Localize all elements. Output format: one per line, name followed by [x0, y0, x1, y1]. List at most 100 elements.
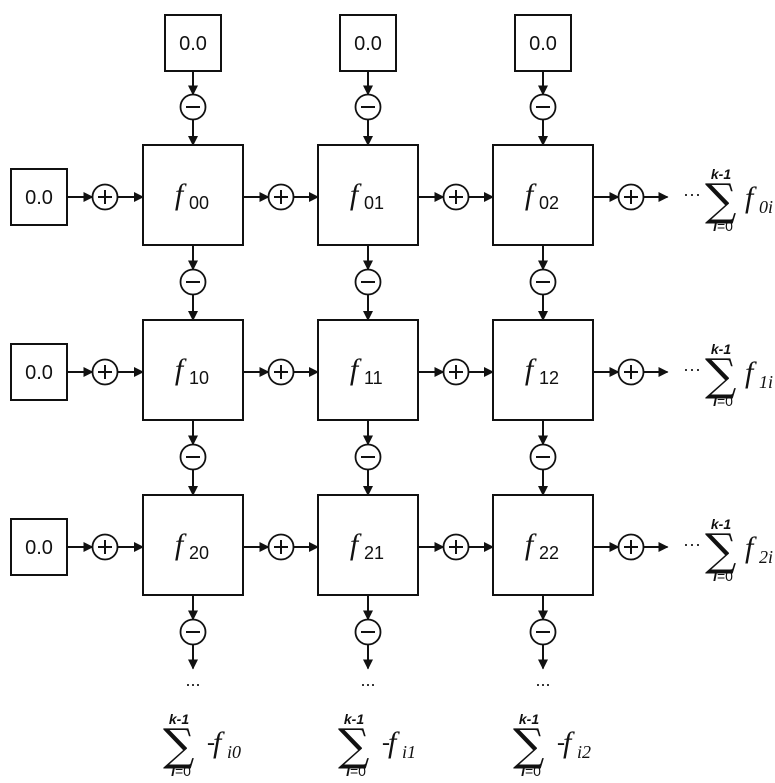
adder-1-3	[617, 358, 645, 386]
init-value: 0.0	[25, 187, 53, 209]
column-ellipsis: ...	[360, 670, 375, 690]
sigma-symbol: ∑	[705, 175, 736, 226]
adder-0-1	[267, 183, 295, 211]
init-box-frame	[10, 168, 68, 226]
f-block-frame	[142, 494, 244, 596]
sigma-symbol: ∑	[705, 350, 736, 401]
adder-1-1	[267, 358, 295, 386]
sum-term-symbol: f	[745, 531, 757, 564]
sum-term-subscript: 1i	[759, 372, 773, 392]
sum-negation: -	[557, 730, 565, 756]
sigma-symbol: ∑	[513, 720, 544, 771]
sum-negation: -	[207, 730, 215, 756]
init-value: 0.0	[25, 362, 53, 384]
adder-2-2	[442, 533, 470, 561]
f-block-frame	[142, 319, 244, 421]
adder-2-3	[617, 533, 645, 561]
row-ellipsis: ···	[683, 359, 701, 379]
sum-term-symbol: f	[745, 181, 757, 214]
sum-term-symbol: f	[563, 726, 575, 759]
sum-lower-var: i	[346, 763, 351, 779]
sum-term-symbol: f	[745, 356, 757, 389]
sum-lower-var: i	[171, 763, 176, 779]
f-block-subscript: 20	[189, 543, 209, 563]
f-block-frame	[492, 144, 594, 246]
sum-upper-limit: k-1	[519, 711, 539, 727]
sigma-symbol: ∑	[338, 720, 369, 771]
adder-2-1	[267, 533, 295, 561]
sum-lower-rest: =0	[717, 393, 733, 409]
subtractor-0-0	[179, 268, 207, 296]
subtractor-0-2	[529, 268, 557, 296]
sum-negation: -	[382, 730, 390, 756]
sum-lower-var: i	[521, 763, 526, 779]
sum-lower-var: i	[713, 393, 718, 409]
f-block-frame	[317, 144, 419, 246]
init-value: 0.0	[354, 33, 382, 55]
f-block-frame	[492, 319, 594, 421]
sum-term-subscript: 0i	[759, 197, 773, 217]
subtractor-top-1	[354, 93, 382, 121]
f-block-subscript: 00	[189, 193, 209, 213]
sum-term-subscript: i2	[577, 742, 591, 762]
init-box-frame	[10, 343, 68, 401]
row-init-box-1: 0.0	[10, 343, 68, 401]
sum-upper-limit: k-1	[711, 516, 731, 532]
sum-lower-rest: =0	[525, 763, 541, 779]
f-block-frame	[492, 494, 594, 596]
sigma-symbol: ∑	[705, 525, 736, 576]
sum-lower-rest: =0	[350, 763, 366, 779]
subtractor-1-1	[354, 443, 382, 471]
sum-lower-var: i	[713, 218, 718, 234]
adder-2-0	[91, 533, 119, 561]
sum-upper-limit: k-1	[711, 166, 731, 182]
sum-lower-rest: =0	[717, 218, 733, 234]
f-block-subscript: 02	[539, 193, 559, 213]
sum-upper-limit: k-1	[344, 711, 364, 727]
column-ellipsis: ...	[535, 670, 550, 690]
sigma-symbol: ∑	[163, 720, 194, 771]
init-value: 0.0	[179, 33, 207, 55]
init-value: 0.0	[529, 33, 557, 55]
column-init-box-2: 0.0	[514, 14, 572, 72]
sum-term-subscript: i0	[227, 742, 241, 762]
adder-0-3	[617, 183, 645, 211]
column-ellipsis: ...	[185, 670, 200, 690]
subtractor-top-0	[179, 93, 207, 121]
sum-lower-rest: =0	[175, 763, 191, 779]
column-init-box-0: 0.0	[164, 14, 222, 72]
column-init-box-1: 0.0	[339, 14, 397, 72]
row-ellipsis: ···	[683, 184, 701, 204]
row-ellipsis: ···	[683, 534, 701, 554]
adder-1-2	[442, 358, 470, 386]
f-block-frame	[317, 319, 419, 421]
subtractor-0-1	[354, 268, 382, 296]
f-block-subscript: 21	[364, 543, 384, 563]
sum-term-symbol: f	[213, 726, 225, 759]
f-block-subscript: 12	[539, 368, 559, 388]
f-block-subscript: 01	[364, 193, 384, 213]
sum-upper-limit: k-1	[169, 711, 189, 727]
subtractor-1-2	[529, 443, 557, 471]
adder-0-2	[442, 183, 470, 211]
init-box-frame	[514, 14, 572, 72]
f-block-subscript: 11	[364, 368, 383, 388]
adder-0-0	[91, 183, 119, 211]
f-block-frame	[317, 494, 419, 596]
row-init-box-0: 0.0	[10, 168, 68, 226]
f-block-subscript: 10	[189, 368, 209, 388]
sum-term-subscript: i1	[402, 742, 416, 762]
